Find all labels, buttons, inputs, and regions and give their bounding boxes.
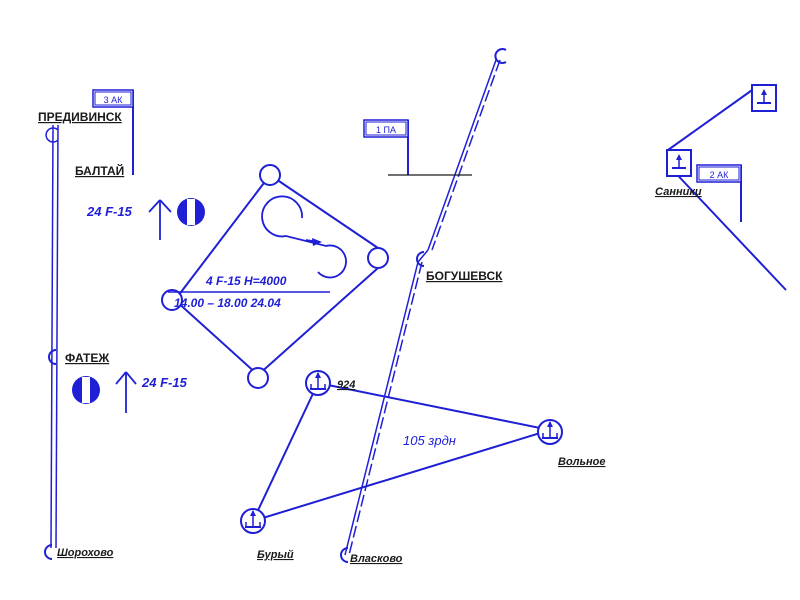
place-fatezh: ФАТЕЖ <box>65 351 109 365</box>
central-route <box>340 48 507 563</box>
sam-site-icon <box>751 84 777 112</box>
place-vlaskovo: Власково <box>350 553 403 565</box>
patrol-zone-line2: 14.00 – 18.00 24.04 <box>174 296 281 310</box>
group-upper-label: 24 F-15 <box>86 204 133 219</box>
sam-zone: 924 105 зрдн Вольное Бурый <box>240 370 606 561</box>
sam-site-icon <box>305 370 331 396</box>
fatezh-airfield-icon <box>48 349 57 365</box>
place-shorokhovo: Шорохово <box>57 547 114 559</box>
flag-2ak-label: 2 АК <box>710 170 730 180</box>
group-lower-symbol-icon <box>72 376 100 404</box>
flag-1pa-label: 1 ПА <box>376 125 396 135</box>
flag-2ak: 2 АК <box>696 164 742 222</box>
flag-3ak: 3 АК <box>92 89 134 175</box>
vlaskovo-airfield-icon <box>340 547 349 563</box>
sam-number: 924 <box>337 379 355 391</box>
flight-direction-arrow-icon <box>115 371 137 413</box>
place-predivinsk: ПРЕДИВИНСК <box>38 110 122 124</box>
group-upper: 24 F-15 <box>86 198 205 240</box>
place-sanniki: Санники <box>655 186 702 198</box>
group-lower-label: 24 F-15 <box>141 375 188 390</box>
north-airfield-icon <box>494 48 507 64</box>
group-lower: 24 F-15 <box>72 371 188 413</box>
flag-3ak-label: 3 АК <box>104 95 124 105</box>
left-double-route <box>44 124 59 560</box>
patrol-pattern-icon <box>261 195 347 279</box>
shorokhovo-airfield-icon <box>44 544 53 560</box>
group-upper-symbol-icon <box>177 198 205 226</box>
flight-direction-arrow-icon <box>148 199 172 240</box>
patrol-zone-line1: 4 F-15 Н=4000 <box>205 274 287 288</box>
sam-site-icon <box>537 419 563 445</box>
sam-site-icon <box>240 508 266 534</box>
sam-site-icon <box>666 149 692 177</box>
flag-1pa: 1 ПА <box>363 119 472 176</box>
place-baltai: БАЛТАЙ <box>75 163 124 178</box>
place-bury: Бурый <box>257 549 294 561</box>
place-volnoe: Вольное <box>558 456 606 468</box>
sam-unit-label: 105 зрдн <box>403 433 456 448</box>
flag-icon <box>696 164 742 183</box>
patrol-zone: 4 F-15 Н=4000 14.00 – 18.00 24.04 <box>161 164 389 389</box>
predivinsk-airfield-icon <box>45 127 59 143</box>
bogushevsk-airfield-icon <box>416 251 425 267</box>
flag-icon <box>92 89 134 108</box>
right-sector: 2 АК Санники <box>655 84 787 291</box>
place-bogushevsk: БОГУШЕВСК <box>426 269 503 283</box>
flag-icon <box>363 119 409 138</box>
